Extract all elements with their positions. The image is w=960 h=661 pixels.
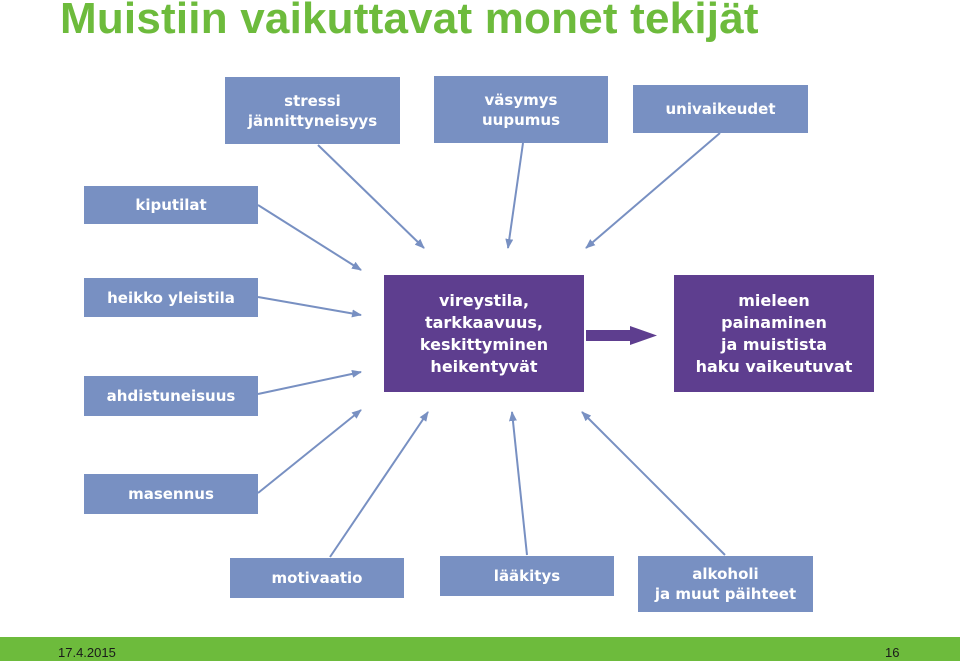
- factor-label: heikko yleistila: [107, 288, 235, 307]
- factor-label: stressi: [284, 91, 341, 110]
- arrow-masennus: [257, 409, 362, 494]
- arrow-heikko-yleistila: [257, 296, 362, 318]
- factor-box-laakitys: lääkitys: [440, 556, 614, 596]
- factor-label: ahdistuneisuus: [106, 387, 236, 405]
- factor-box-masennus: masennus: [84, 474, 258, 514]
- factor-label: kiputilat: [135, 196, 207, 214]
- center-label: tarkkaavuus,: [424, 312, 543, 332]
- result-label: painaminen: [721, 312, 827, 332]
- center-label: heikentyvät: [430, 356, 538, 376]
- center-label: keskittyminen: [419, 334, 549, 354]
- result-label: haku vaikeutuvat: [695, 356, 853, 376]
- slide-title: Muistiin vaikuttavat monet tekijät: [60, 0, 759, 43]
- page-number: 16: [885, 645, 900, 660]
- factor-label: masennus: [128, 485, 214, 503]
- center-box: vireystila, tarkkaavuus, keskittyminen h…: [384, 275, 584, 392]
- arrow-ahdistuneisuus: [257, 369, 362, 395]
- factor-box-heikko-yleistila: heikko yleistila: [84, 278, 258, 317]
- arrow-vasymys: [505, 142, 524, 249]
- factor-box-motivaatio: motivaatio: [230, 558, 404, 598]
- factor-label: lääkitys: [493, 567, 561, 585]
- factor-label: alkoholi: [692, 565, 759, 583]
- factor-label: ja muut päihteet: [654, 585, 797, 603]
- main-arrow: [586, 326, 657, 345]
- result-box: mieleen painaminen ja muistista haku vai…: [674, 275, 874, 392]
- center-label: vireystila,: [438, 290, 530, 310]
- arrow-stressi: [317, 144, 425, 249]
- factor-label: jännittyneisyys: [247, 111, 378, 130]
- arrow-motivaatio: [329, 411, 429, 558]
- result-label: ja muistista: [720, 334, 828, 354]
- footer-bar: [0, 637, 960, 661]
- arrow-alkoholi: [581, 411, 726, 556]
- arrow-kiputilat: [257, 204, 362, 271]
- factor-label: univaikeudet: [665, 100, 776, 118]
- factor-label: motivaatio: [271, 569, 363, 587]
- factor-box-kiputilat: kiputilat: [84, 186, 258, 224]
- arrow-univaikeudet: [585, 132, 721, 249]
- factor-label: väsymys: [484, 90, 558, 109]
- factor-box-alkoholi: alkoholi ja muut päihteet: [638, 556, 813, 612]
- arrow-laakitys: [508, 411, 528, 556]
- factor-box-ahdistuneisuus: ahdistuneisuus: [84, 376, 258, 416]
- result-label: mieleen: [738, 290, 810, 310]
- factor-label: uupumus: [481, 110, 560, 129]
- footer-date: 17.4.2015: [58, 645, 116, 660]
- factor-box-univaikeudet: univaikeudet: [633, 85, 808, 133]
